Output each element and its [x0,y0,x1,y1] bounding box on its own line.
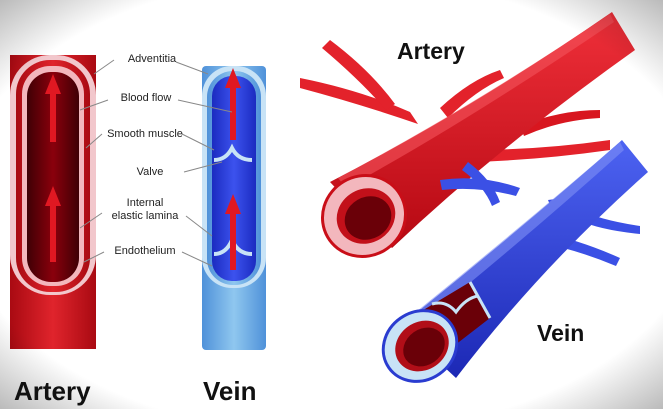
label-valve: Valve [136,166,164,178]
left-artery-section [10,55,96,349]
label-internal: Internal [126,197,164,209]
label-endothelium: Endothelium [114,245,176,257]
title-artery-left: Artery [14,376,91,406]
title-vein-left: Vein [203,376,257,406]
label-blood-flow: Blood flow [120,92,172,104]
title-vein-right: Vein [537,320,585,346]
title-artery-right: Artery [397,38,465,64]
label-elastic-lamina: elastic lamina [111,210,179,222]
right-artery-3d [300,12,635,259]
left-vein-section [202,66,266,350]
label-adventitia: Adventitia [127,53,177,65]
label-smooth-muscle: Smooth muscle [107,128,183,140]
